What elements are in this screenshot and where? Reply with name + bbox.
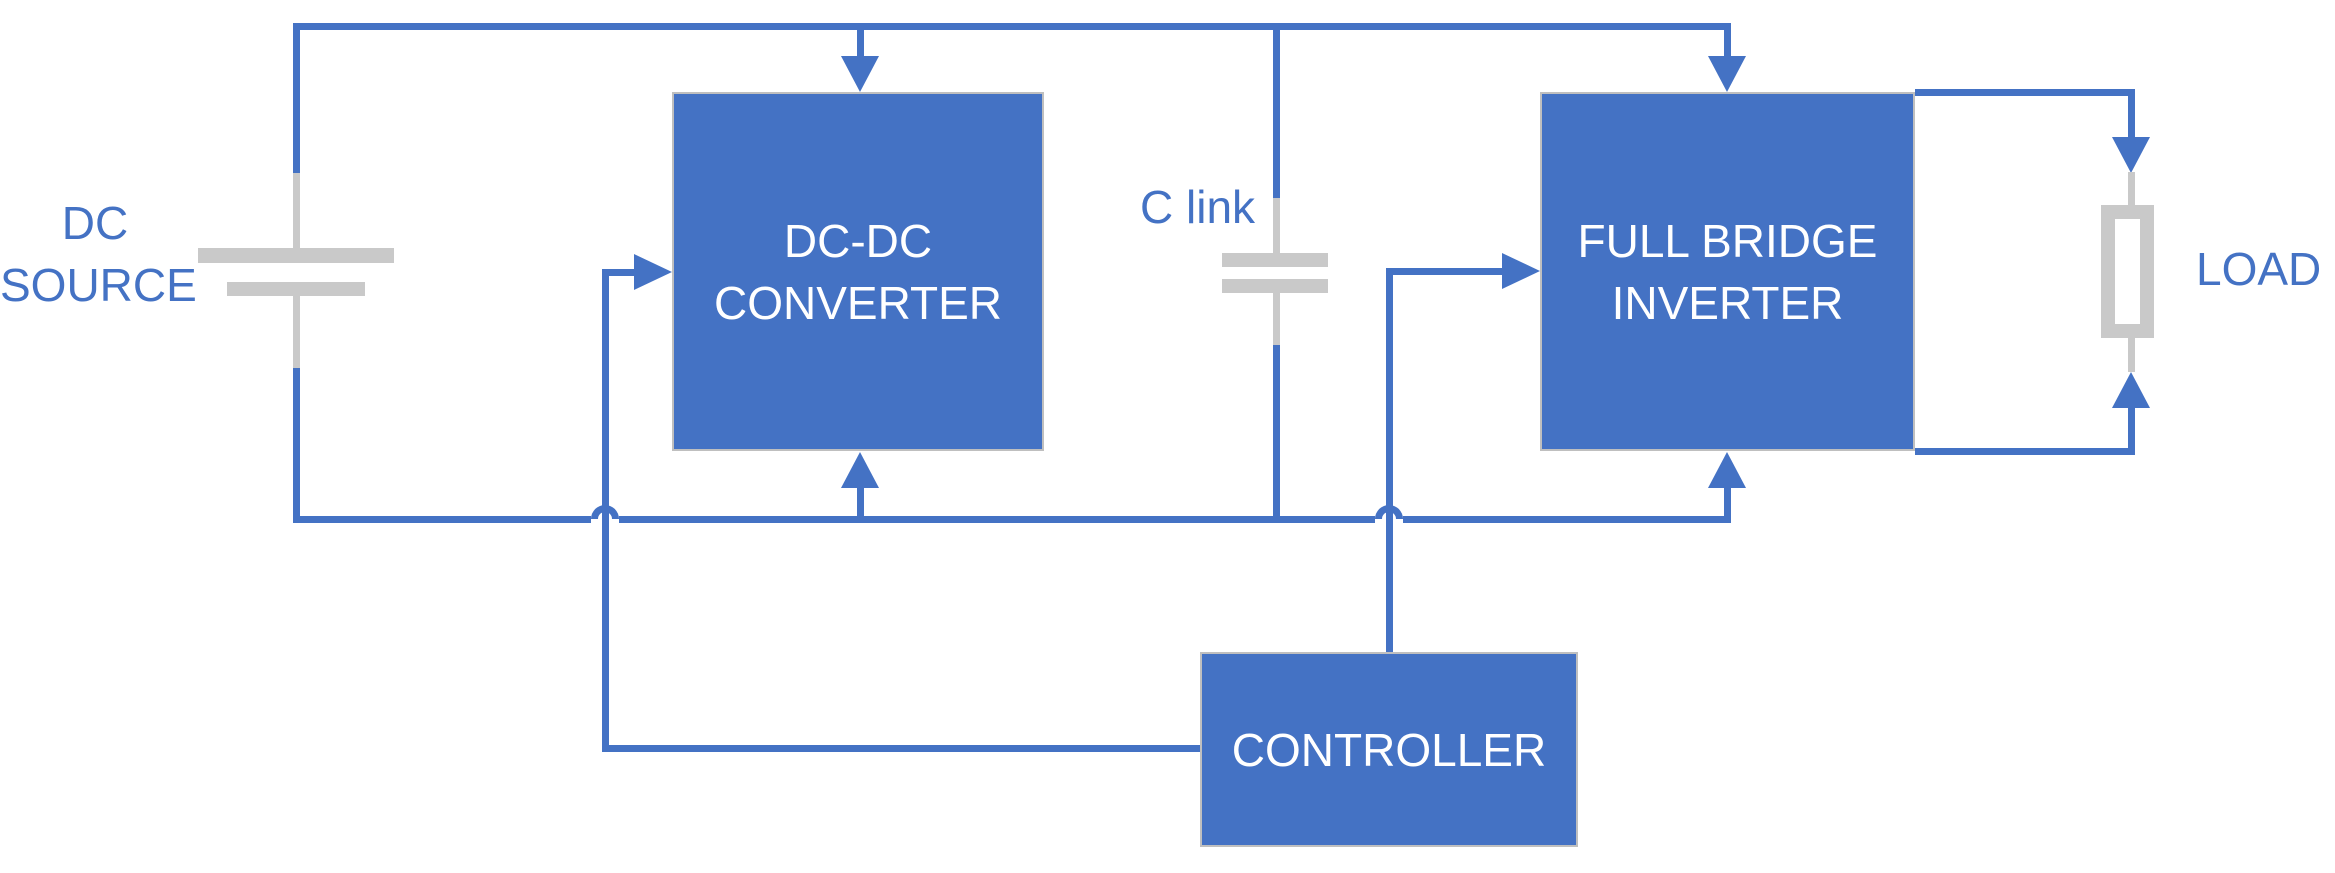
wire-bottom-bus-segment-1: [293, 516, 591, 523]
wire-top-bus: [293, 23, 1731, 30]
dc-source-label-line2: SOURCE: [0, 259, 197, 311]
wire-clink-top: [1273, 26, 1280, 198]
wire-inverter-top-stem: [1724, 26, 1731, 57]
arrow-into-inverter-top: [1708, 56, 1746, 92]
controller-block: CONTROLLER: [1200, 652, 1578, 847]
arrow-into-inverter-left: [1502, 253, 1540, 289]
capacitor-bottom-lead: [1273, 293, 1280, 345]
inverter-label-line1: FULL BRIDGE: [1577, 214, 1878, 267]
wire-dcdc-bottom-stem: [857, 487, 864, 519]
capacitor-top-plate: [1222, 253, 1328, 267]
wire-controller-to-dcdc-vertical: [602, 269, 609, 748]
wire-controller-to-dcdc-horizontal: [602, 269, 635, 276]
arrow-into-load-top: [2112, 137, 2150, 173]
wire-dc-source-top: [293, 23, 300, 173]
full-bridge-inverter-block: FULL BRIDGE INVERTER: [1540, 92, 1915, 451]
wire-inverter-bottom-stem: [1724, 487, 1731, 523]
arrow-into-dcdc-top: [841, 56, 879, 92]
load-resistor-top-lead: [2128, 172, 2135, 205]
dcdc-converter-label-line2: CONVERTER: [714, 276, 1002, 329]
wire-bottom-bus-segment-3: [1403, 516, 1731, 523]
load-label: LOAD: [2196, 243, 2322, 295]
wire-load-top: [1915, 89, 2135, 96]
wire-load-bottom: [1915, 448, 2135, 455]
load-resistor-icon: [2101, 205, 2154, 338]
dc-source-label: DC SOURCE: [0, 192, 197, 316]
wire-dc-source-bottom: [293, 368, 300, 523]
wire-controller-left-output: [602, 745, 1202, 752]
c-link-label: C link: [1140, 181, 1256, 233]
battery-negative-plate: [227, 282, 365, 296]
capacitor-bottom-plate: [1222, 279, 1328, 293]
load-resistor-bottom-lead: [2128, 338, 2135, 372]
wire-controller-to-inverter-vertical: [1386, 268, 1393, 654]
wire-dcdc-top-stem: [857, 26, 864, 57]
arrow-into-load-bottom: [2112, 372, 2150, 408]
battery-bottom-lead: [293, 296, 300, 368]
arrow-into-dcdc-left: [634, 254, 672, 290]
battery-top-lead: [293, 173, 300, 249]
battery-positive-plate: [198, 248, 394, 263]
dcdc-converter-block: DC-DC CONVERTER: [672, 92, 1044, 451]
wire-bottom-bus-segment-2: [619, 516, 1375, 523]
capacitor-top-lead: [1273, 198, 1280, 253]
dcdc-converter-label-line1: DC-DC: [783, 214, 933, 267]
arrow-into-inverter-bottom: [1708, 452, 1746, 488]
wire-load-right-top: [2128, 89, 2135, 137]
wire-controller-to-inverter-horizontal: [1386, 268, 1502, 275]
controller-label: CONTROLLER: [1231, 723, 1547, 776]
wire-clink-bottom: [1273, 345, 1280, 523]
dc-source-label-line1: DC: [61, 197, 129, 249]
inverter-label-line2: INVERTER: [1611, 276, 1844, 329]
arrow-into-dcdc-bottom: [841, 452, 879, 488]
wire-load-right-bottom: [2128, 407, 2135, 455]
